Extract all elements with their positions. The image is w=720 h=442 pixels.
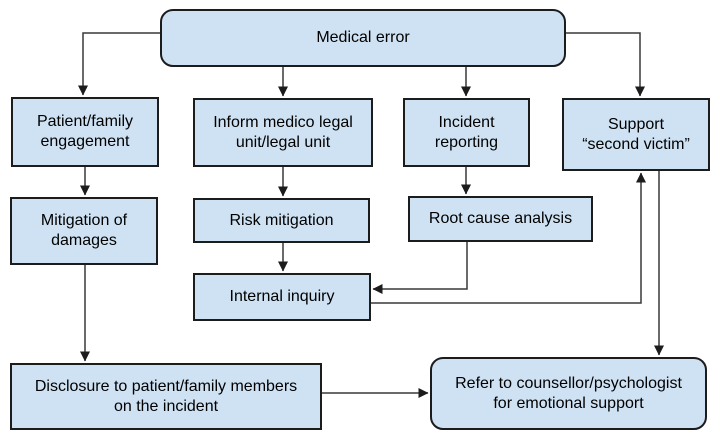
node-support-second-victim: Support “second victim” xyxy=(562,98,710,171)
node-inform-medico-legal-unit: Inform medico legal unit/legal unit xyxy=(193,98,373,167)
node-incident-reporting: Incident reporting xyxy=(403,98,530,167)
edge-medical-error-to-support-victim xyxy=(566,32,645,97)
node-mitigation-of-damages: Mitigation of damages xyxy=(10,197,158,265)
edge-root-cause-to-internal-inquiry xyxy=(372,242,468,294)
node-refer-to-counsellor: Refer to counsellor/psychologist for emo… xyxy=(430,357,707,430)
node-internal-inquiry: Internal inquiry xyxy=(193,273,371,321)
node-patient-family-engagement: Patient/family engagement xyxy=(11,97,159,167)
edge-internal-inquiry-to-support-victim xyxy=(371,172,646,304)
node-risk-mitigation: Risk mitigation xyxy=(193,198,370,243)
node-disclosure-to-patient-family: Disclosure to patient/family members on … xyxy=(10,363,322,430)
node-root-cause-analysis: Root cause analysis xyxy=(408,196,593,242)
edge-medical-error-to-patient-family xyxy=(78,32,160,96)
node-medical-error: Medical error xyxy=(160,9,566,67)
